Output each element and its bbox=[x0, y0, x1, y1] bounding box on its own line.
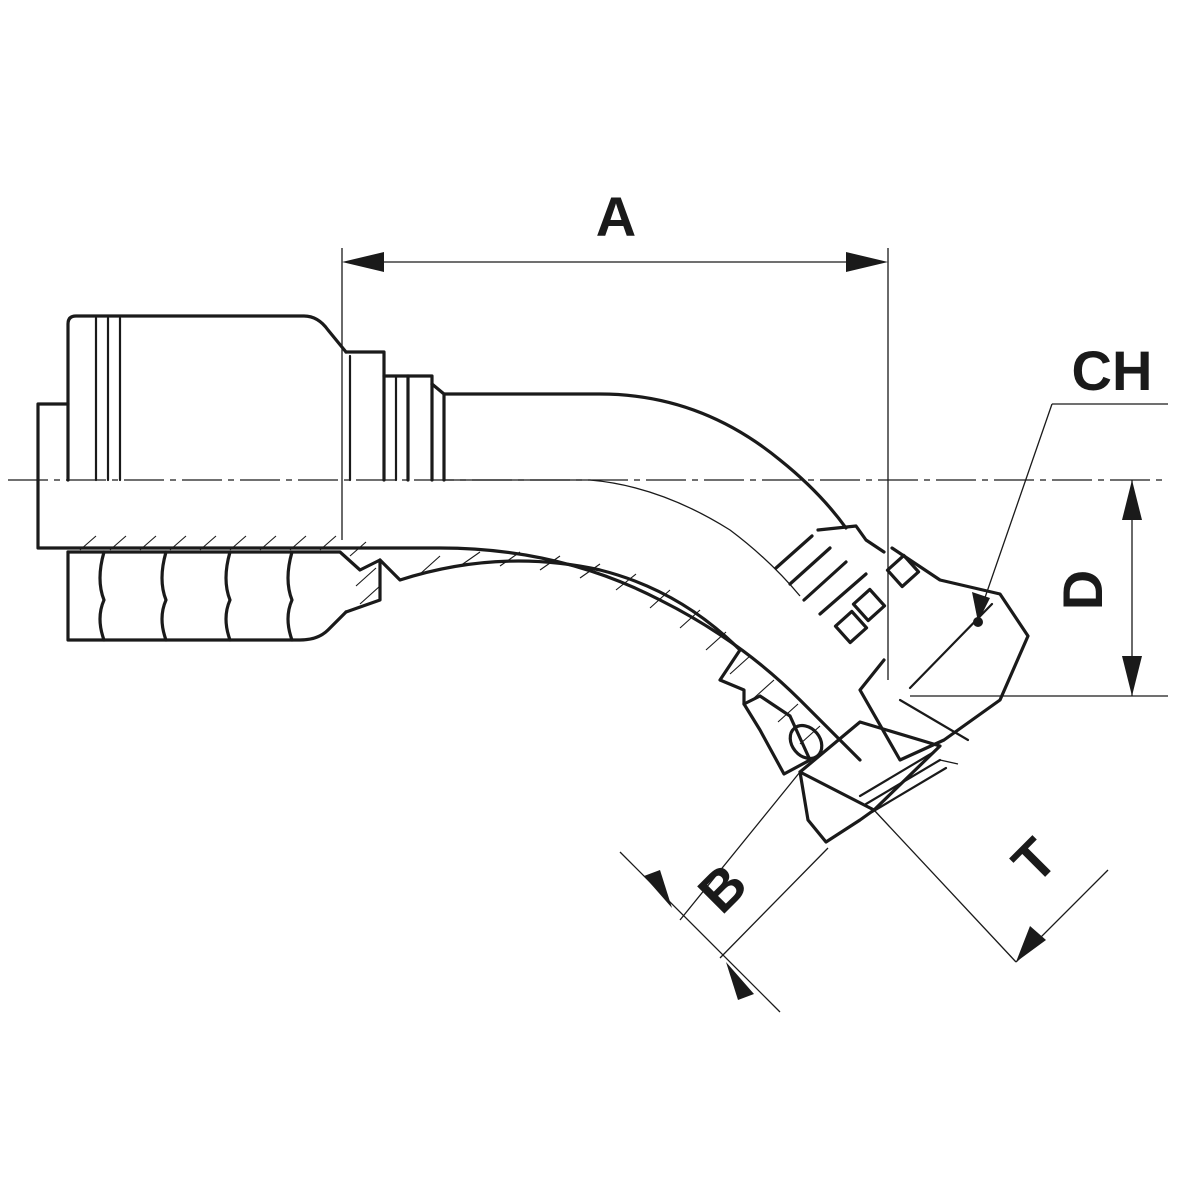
dimension-d bbox=[910, 480, 1168, 697]
bore-contour bbox=[36, 478, 862, 762]
label-d: D bbox=[1051, 570, 1114, 610]
label-ch: CH bbox=[1072, 339, 1153, 402]
ferrule-sleeve bbox=[36, 314, 348, 642]
nipple-body bbox=[344, 350, 848, 530]
dimension-ch bbox=[972, 403, 1168, 622]
dimension-t bbox=[873, 759, 1109, 963]
label-t: T bbox=[1000, 826, 1069, 895]
label-b: B bbox=[686, 852, 759, 925]
label-a: A bbox=[596, 185, 636, 248]
section-cut bbox=[66, 535, 821, 745]
dimension-b bbox=[619, 771, 829, 1013]
dimension-a bbox=[341, 248, 889, 680]
swivel-nut bbox=[742, 524, 1030, 844]
